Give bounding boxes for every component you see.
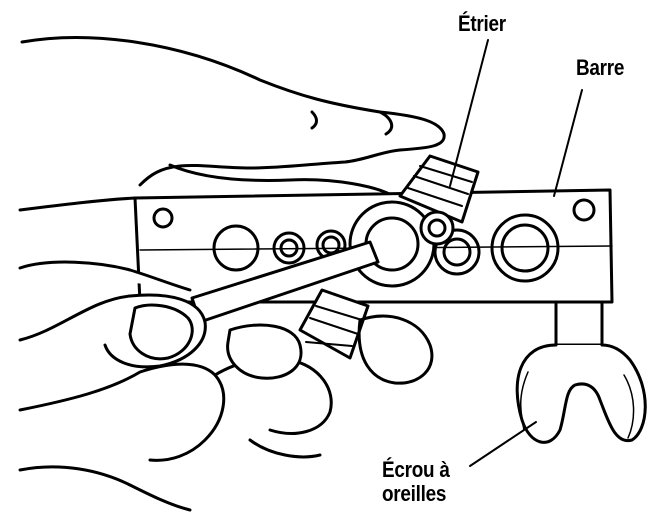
label-ecrou-a-oreilles: Écrou à oreilles xyxy=(382,458,450,506)
wing-nut xyxy=(517,302,645,442)
upper-hand xyxy=(20,38,444,210)
label-ecrou-line2: oreilles xyxy=(382,481,447,506)
label-barre: Barre xyxy=(576,55,625,80)
lower-hand xyxy=(20,242,432,510)
leader-lines xyxy=(450,40,582,466)
leader-ecrou xyxy=(470,422,536,466)
label-ecrou-line1: Écrou à xyxy=(382,457,450,482)
label-etrier: Étrier xyxy=(458,11,506,36)
leader-etrier xyxy=(450,40,488,186)
leader-barre xyxy=(554,90,582,196)
